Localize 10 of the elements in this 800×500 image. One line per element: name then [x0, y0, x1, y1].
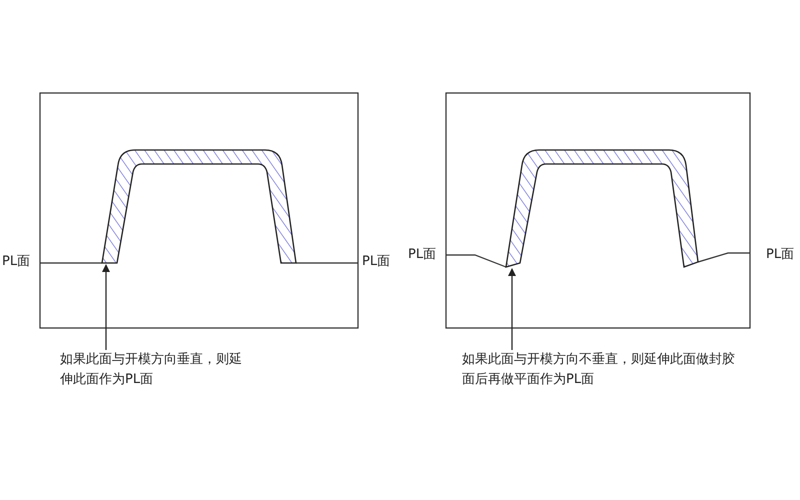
leader-arrow	[508, 268, 516, 350]
annotation-text: 如果此面与开模方向不垂直，则延伸此面做封胶面后再做平面作为PL面	[462, 350, 737, 390]
molded-part-drawing	[100, 148, 298, 265]
parting-line-label: PL面	[362, 253, 390, 271]
parting-line-label: PL面	[2, 253, 30, 271]
parting-line-label: PL面	[766, 246, 794, 264]
annotation-text: 如果此面与开模方向垂直，则延伸此面作为PL面	[60, 350, 250, 390]
parting-line-label: PL面	[408, 246, 436, 264]
leader-arrow	[102, 264, 110, 350]
molded-part-drawing	[505, 148, 700, 269]
